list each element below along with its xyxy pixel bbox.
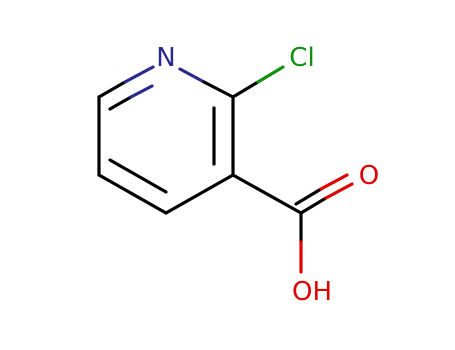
bond-c7-o1-o-half-a — [324, 182, 354, 200]
bond-c2-cl-c-half — [231, 80, 260, 99]
bond-c7-o1-c-half-b — [294, 187, 323, 206]
bond-c2-cl-cl-half — [256, 65, 285, 84]
atom-labels-group: N Cl O OH — [156, 43, 379, 307]
bond-c6-n1-n-half — [123, 65, 155, 84]
atom-label-chlorine: Cl — [289, 43, 314, 73]
bond-c3-c4 — [164, 173, 235, 215]
bond-c6-n1-inner-c-half — [108, 95, 133, 111]
bonds-group — [97, 65, 354, 274]
bond-n1-c2-n-half — [178, 67, 206, 84]
bond-c4-c5-outer — [97, 173, 168, 215]
atom-label-nitrogen: N — [156, 43, 175, 73]
bond-c6-n1-inner-n-half — [129, 84, 154, 99]
atom-label-carbonyl-oxygen: O — [359, 161, 379, 191]
bond-c4-c5-inner — [108, 158, 168, 194]
bond-c7-o1-c-half-a — [299, 196, 328, 215]
bond-n1-c2-c-half — [202, 80, 235, 99]
atom-label-hydroxyl: OH — [292, 277, 332, 307]
bond-c6-n1-c-half — [97, 80, 127, 99]
bond-c7-o1-o-half-b — [319, 173, 349, 191]
bond-c3-c7 — [231, 173, 303, 215]
